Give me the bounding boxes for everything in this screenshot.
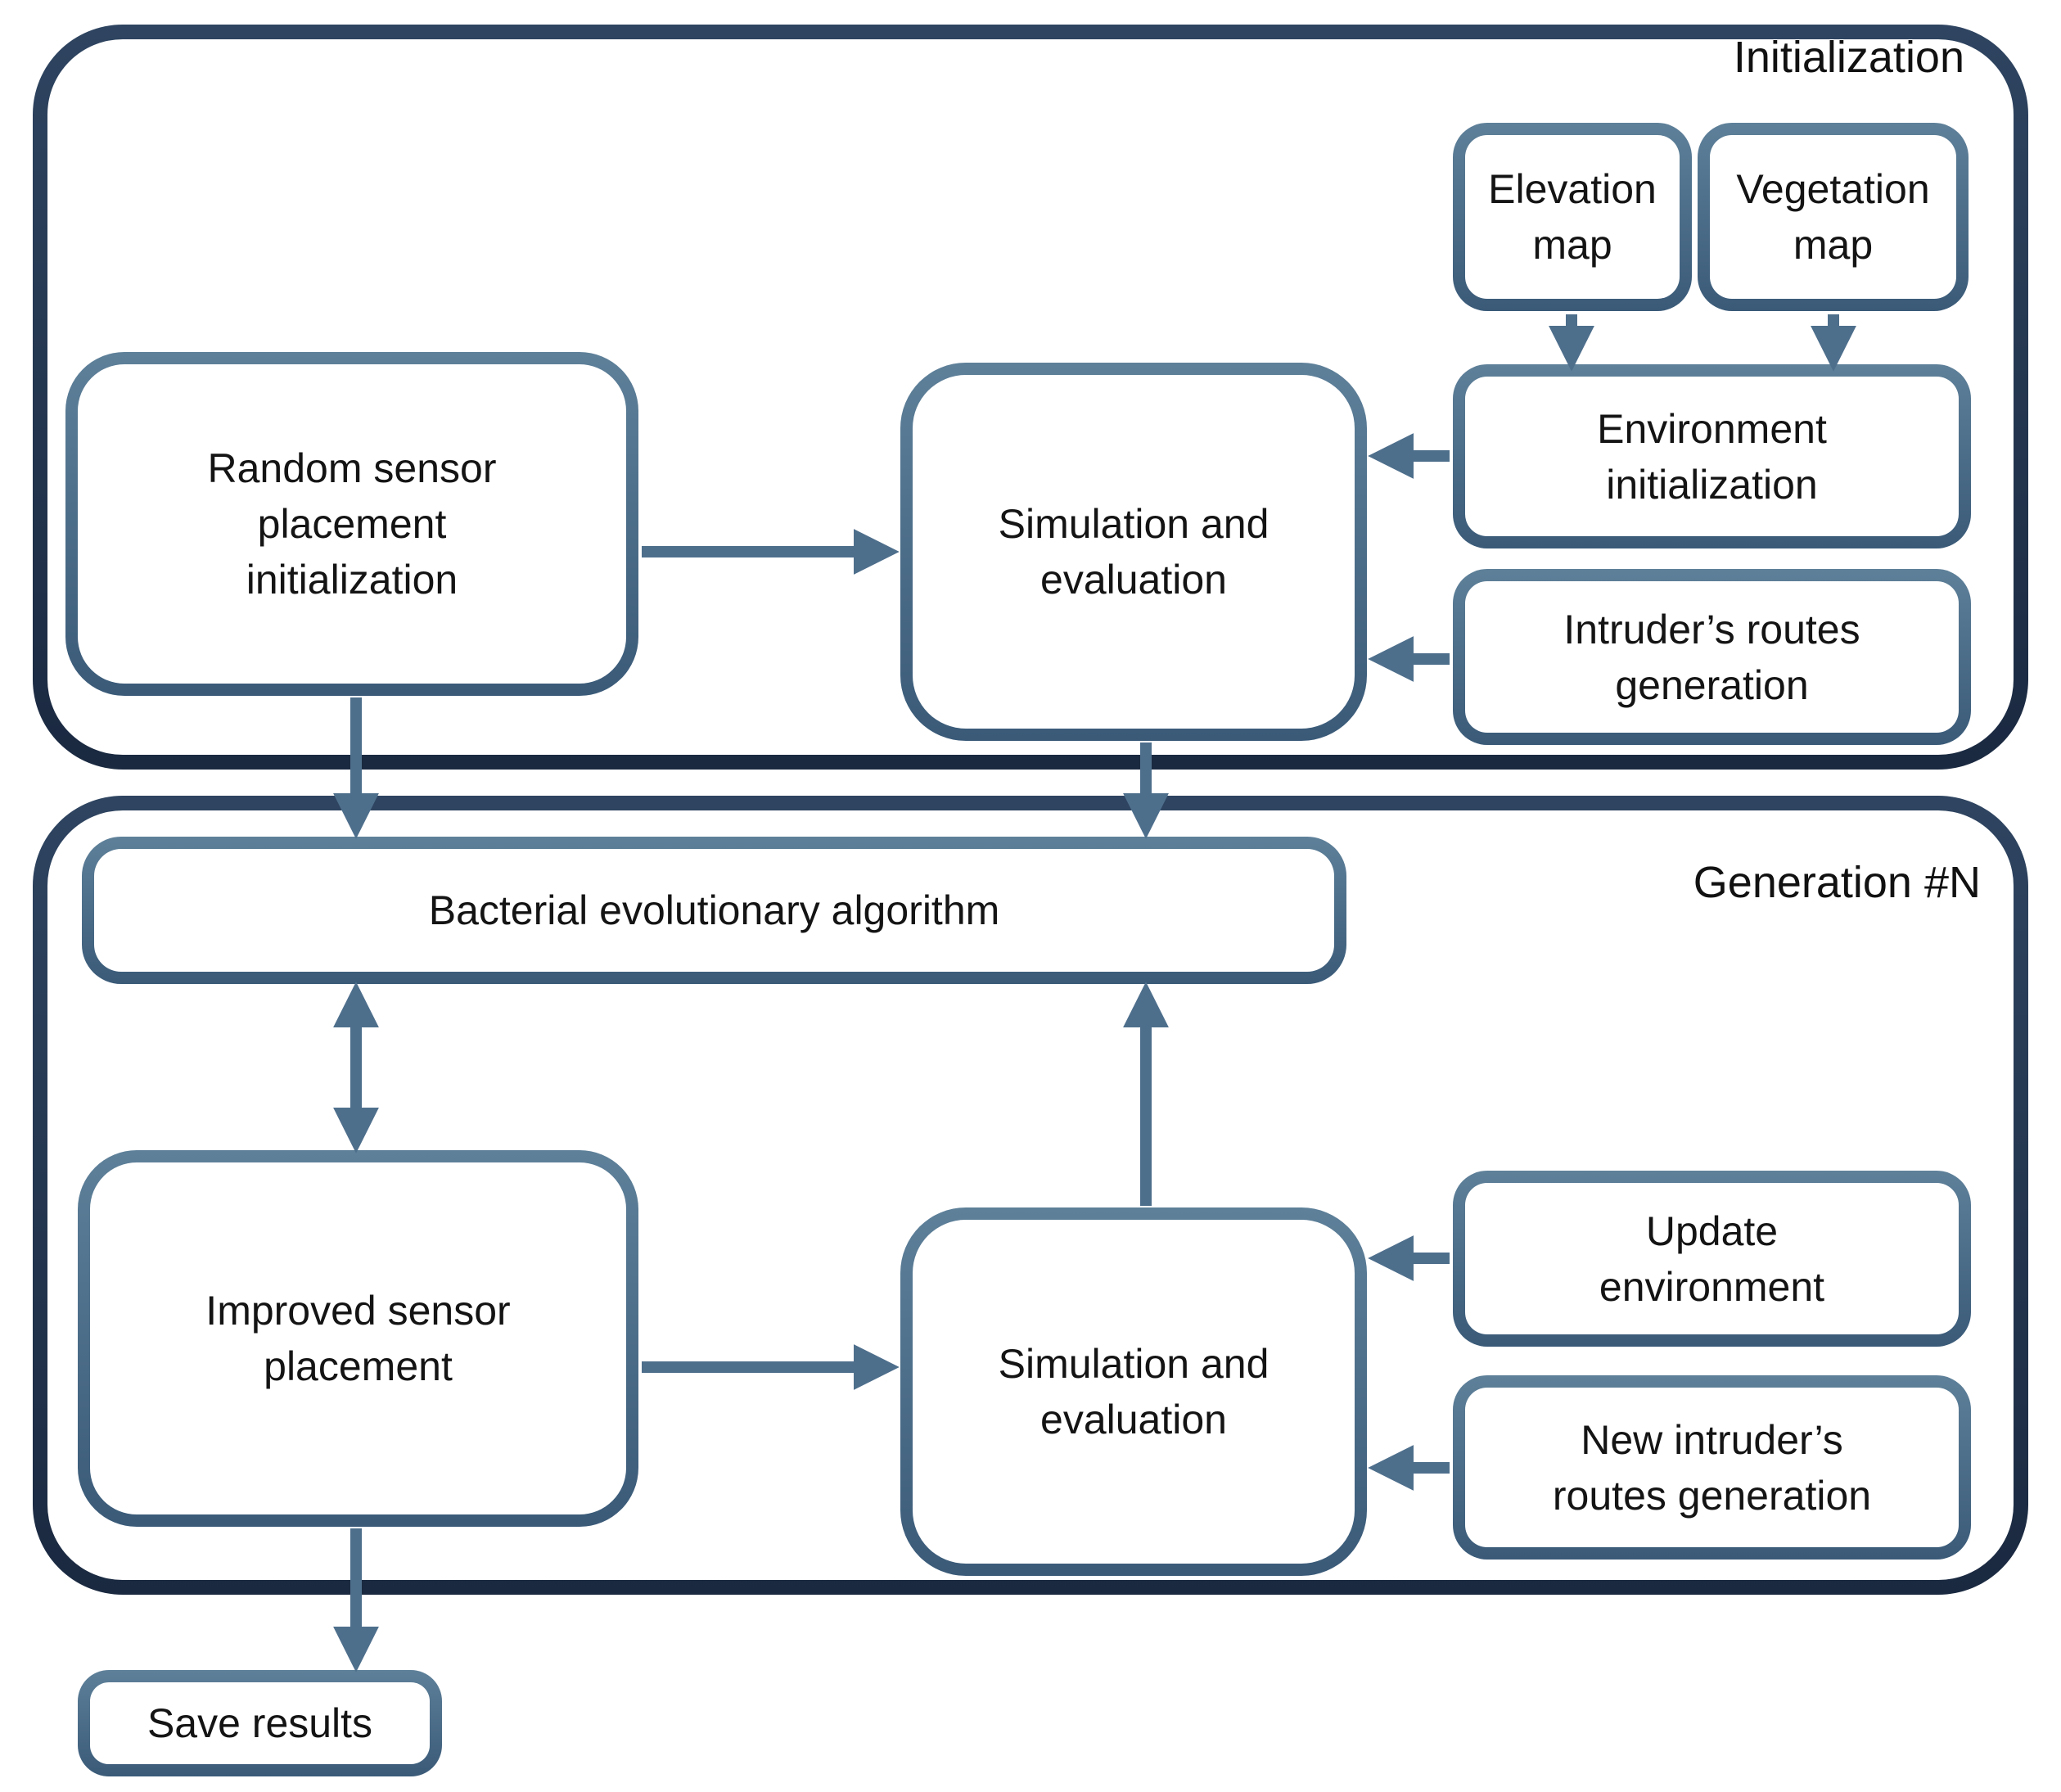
node-text-line: Save results — [147, 1700, 373, 1746]
node-text-line: Simulation and — [998, 1341, 1270, 1387]
node-improved-sensor-placement: Improved sensor placement — [78, 1150, 638, 1527]
node-text-line: map — [1532, 222, 1612, 268]
node-text-line: Bacterial evolutionary algorithm — [428, 887, 1000, 933]
node-text-line: Simulation and — [998, 501, 1270, 547]
node-text-line: Improved sensor — [205, 1288, 511, 1334]
node-new-intruders-routes-generation: New intruder’s routes generation — [1453, 1375, 1971, 1560]
node-simulation-evaluation-init: Simulation and evaluation — [900, 363, 1367, 741]
node-text-line: evaluation — [1040, 557, 1227, 603]
node-text-line: initialization — [1606, 461, 1818, 508]
node-text-line: Environment — [1597, 405, 1827, 452]
node-simulation-evaluation-gen: Simulation and evaluation — [900, 1207, 1367, 1576]
node-text-line: routes generation — [1552, 1472, 1872, 1519]
node-vegetation-map: Vegetation map — [1698, 123, 1969, 311]
node-random-sensor-placement: Random sensor placement initialization — [65, 352, 638, 696]
node-text-line: placement — [257, 501, 447, 547]
node-text-line: New intruder’s — [1581, 1416, 1843, 1463]
node-bacterial-evolutionary-algorithm: Bacterial evolutionary algorithm — [82, 837, 1346, 984]
node-environment-initialization: Environment initialization — [1453, 364, 1971, 548]
node-text-line: Elevation — [1488, 166, 1657, 212]
initialization-label: Initialization — [1733, 33, 1964, 82]
node-text-line: evaluation — [1040, 1397, 1227, 1442]
node-text-line: map — [1793, 222, 1874, 268]
node-elevation-map: Elevation map — [1453, 123, 1692, 311]
node-text-line: initialization — [246, 557, 458, 603]
node-text-line: Update — [1645, 1207, 1779, 1254]
node-text-line: Vegetation — [1736, 166, 1930, 212]
node-update-environment: Update environment — [1453, 1171, 1971, 1347]
node-text-line: generation — [1615, 661, 1809, 708]
node-text-line: Random sensor — [207, 445, 497, 491]
generation-label: Generation #N — [1693, 858, 1981, 907]
node-intruders-routes-generation: Intruder’s routes generation — [1453, 569, 1971, 745]
node-text-line: Intruder’s routes — [1563, 606, 1860, 652]
node-save-results: Save results — [78, 1670, 442, 1776]
node-text-line: placement — [264, 1343, 453, 1389]
node-text-line: environment — [1599, 1263, 1825, 1310]
